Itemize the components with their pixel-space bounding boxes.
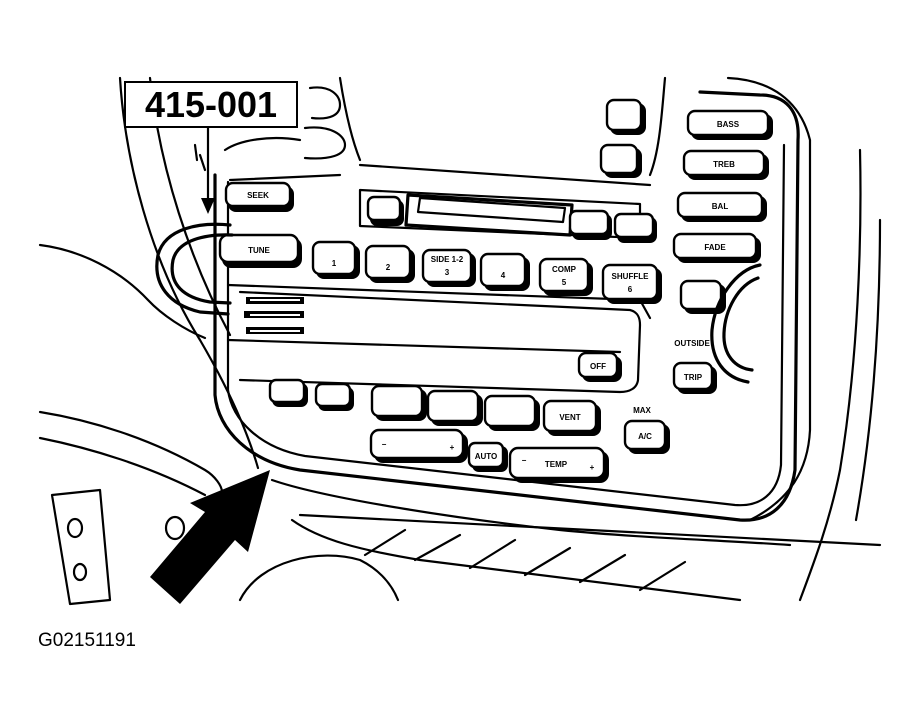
dashboard-outline [38, 76, 882, 606]
treb-button: TREB [682, 149, 769, 180]
ac-button: A/C [623, 419, 670, 454]
trip-label: TRIP [684, 373, 703, 382]
seek-label: SEEK [247, 191, 269, 200]
auto-label: AUTO [475, 452, 498, 461]
climate-button-1 [268, 378, 308, 407]
svg-text:−: − [522, 456, 527, 465]
vent-label: VENT [559, 413, 580, 422]
outside-label: OUTSIDE [674, 339, 710, 348]
tool-number-label: 415-001 [144, 83, 278, 125]
preset-button-4: 4 [479, 252, 530, 291]
cassette-button-b [613, 212, 657, 243]
preset-2-label: 2 [386, 263, 391, 272]
radio-bezel [193, 86, 800, 522]
bal-button: BAL [676, 191, 767, 222]
off-label: OFF [590, 362, 606, 371]
treb-label: TREB [713, 160, 735, 169]
mode-button-1 [370, 384, 427, 421]
mode-button-2 [426, 389, 483, 426]
eject-small-button [366, 195, 404, 226]
cassette-button-a [568, 209, 612, 240]
callout-arrow [201, 126, 215, 214]
removal-tool-left [155, 222, 234, 316]
preset-1-label: 1 [332, 259, 337, 268]
right-button-1 [679, 279, 726, 314]
tool-number-callout: 415-001 [124, 81, 298, 128]
trip-button: TRIP [672, 361, 717, 394]
figure-id: G02151191 [38, 630, 136, 651]
ac-label: A/C [638, 432, 652, 441]
off-button: OFF [577, 351, 622, 382]
preset-button-6: SHUFFLE 6 [601, 263, 662, 304]
removal-tool-right [710, 263, 762, 384]
preset-3-label: 3 [445, 268, 450, 277]
seek-button: SEEK [224, 181, 294, 212]
preset-button-1: 1 [311, 240, 360, 279]
preset-button-5: COMP 5 [538, 257, 593, 296]
bass-label: BASS [717, 120, 740, 129]
svg-text:+: + [590, 463, 595, 472]
preset-button-3: SIDE 1-2 3 [421, 248, 476, 287]
tune-label: TUNE [248, 246, 270, 255]
temp-button: TEMP − + [508, 446, 609, 483]
direction-arrow [150, 470, 270, 604]
radio-buttons: SEEK TUNE 1 2 [218, 98, 773, 483]
bal-label: BAL [712, 202, 729, 211]
auto-button: AUTO [467, 441, 508, 472]
top-button-2 [599, 143, 642, 178]
bass-button: BASS [686, 109, 773, 140]
tune-button: TUNE [218, 233, 302, 268]
side-1-2-label: SIDE 1-2 [431, 255, 464, 264]
max-label: MAX [633, 406, 651, 415]
preset-5-label: 5 [562, 278, 567, 287]
comp-label: COMP [552, 265, 577, 274]
fan-button: − + [369, 428, 468, 463]
fade-button: FADE [672, 232, 761, 263]
preset-button-2: 2 [364, 244, 415, 283]
mode-button-3 [483, 394, 540, 431]
climate-button-2 [314, 382, 354, 411]
preset-6-label: 6 [628, 285, 633, 294]
top-button-1 [605, 98, 646, 135]
svg-text:+: + [450, 443, 455, 452]
fade-label: FADE [704, 243, 726, 252]
vent-button: VENT [542, 399, 601, 436]
shuffle-label: SHUFFLE [612, 272, 650, 281]
preset-4-label: 4 [501, 271, 506, 280]
temp-label: TEMP [545, 460, 568, 469]
svg-text:−: − [382, 440, 387, 449]
